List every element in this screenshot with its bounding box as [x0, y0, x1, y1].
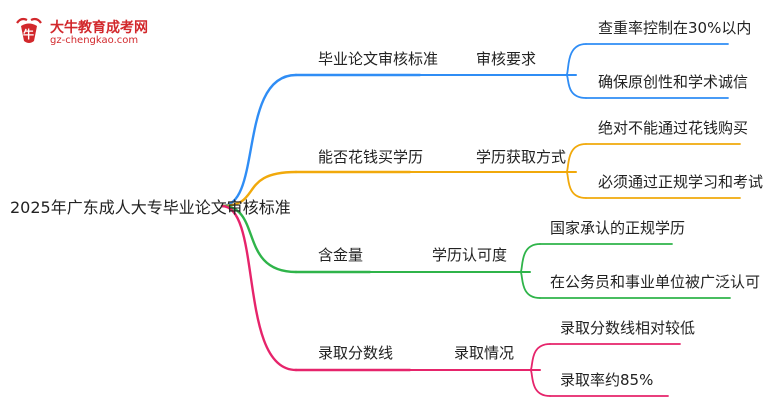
- branch-4-sub: 录取情况: [454, 344, 515, 362]
- branch-3-leaf-1-curve: [519, 243, 541, 273]
- branch-3-curve: [220, 204, 298, 274]
- branch-3-leaf-2-curve: [519, 271, 541, 299]
- branch-1-leaf-2: 确保原创性和学术诚信: [598, 73, 749, 91]
- branch-1-curve: [220, 73, 298, 208]
- branch-4-leaf-2-curve: [529, 369, 551, 397]
- branch-1-leaf-1-curve: [565, 43, 587, 76]
- branch-1-sub: 审核要求: [476, 50, 537, 68]
- branch-3-label: 含金量: [318, 246, 364, 264]
- branch-2-leaf-1: 绝对不能通过花钱购买: [598, 119, 749, 137]
- branch-3-leaf-2: 在公务员和事业单位被广泛认可: [550, 273, 761, 291]
- logo-url: gz-chengkao.com: [50, 35, 139, 46]
- branch-2-curve: [220, 170, 298, 208]
- branch-2-leaf-1-curve: [565, 143, 587, 173]
- branch-2-sub: 学历获取方式: [476, 148, 567, 166]
- root-topic: 2025年广东成人大专毕业论文审核标准: [10, 198, 291, 217]
- branch-4-label: 录取分数线: [318, 344, 394, 362]
- branch-3-leaf-1: 国家承认的正规学历: [550, 219, 686, 237]
- branch-2-leaf-2-curve: [565, 171, 587, 199]
- logo-title: 大牛教育成考网: [50, 20, 148, 36]
- branch-3-sub: 学历认可度: [432, 246, 508, 264]
- branch-1-label: 毕业论文审核标准: [318, 50, 439, 68]
- branch-2-label: 能否花钱买学历: [318, 148, 424, 166]
- svg-text:牛: 牛: [23, 27, 34, 41]
- branch-4-curve: [220, 204, 298, 372]
- branch-1-leaf-1: 查重率控制在30%以内: [598, 19, 752, 37]
- branch-1-leaf-2-curve: [565, 74, 587, 99]
- site-logo[interactable]: 牛 大牛教育成考网 gz-chengkao.com: [12, 14, 162, 52]
- branch-4-leaf-1-curve: [529, 343, 551, 371]
- bull-logo-icon: 牛: [16, 17, 42, 43]
- branch-2-leaf-2: 必须通过正规学习和考试: [598, 173, 763, 191]
- branch-4-leaf-1: 录取分数线相对较低: [560, 319, 696, 337]
- branch-4-leaf-2: 录取率约85%: [560, 371, 654, 389]
